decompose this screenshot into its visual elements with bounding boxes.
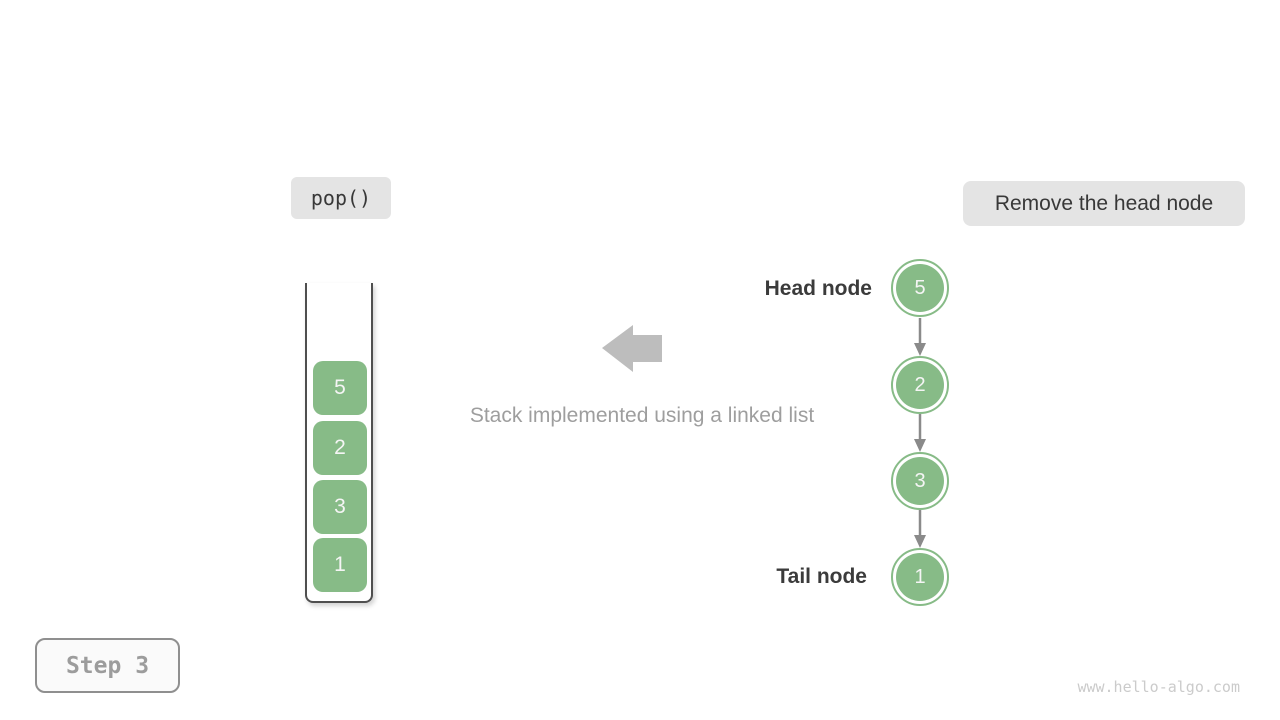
linked-list-node: 3: [891, 452, 949, 510]
stack-item: 3: [313, 480, 367, 534]
watermark-text: www.hello-algo.com: [1077, 678, 1240, 696]
head-node-label: Head node: [764, 277, 872, 300]
stack-container: 5 2 3 1: [305, 283, 373, 603]
node-value: 1: [896, 553, 944, 601]
node-value: 3: [896, 457, 944, 505]
linked-list-node: 2: [891, 356, 949, 414]
node-value: 5: [896, 264, 944, 312]
node-value: 2: [896, 361, 944, 409]
stack-item: 2: [313, 421, 367, 475]
linked-list-node: 5: [891, 259, 949, 317]
stack-item: 5: [313, 361, 367, 415]
linked-list-node: 1: [891, 548, 949, 606]
left-block-arrow-icon: [602, 325, 662, 372]
caption-text: Stack implemented using a linked list: [469, 404, 815, 427]
annotation-label: Remove the head node: [963, 181, 1245, 226]
stack-item: 1: [313, 538, 367, 592]
operation-label: pop(): [291, 177, 391, 219]
down-arrow-icon: [914, 318, 926, 356]
down-arrow-icon: [914, 510, 926, 548]
step-badge: Step 3: [35, 638, 180, 693]
tail-node-label: Tail node: [776, 565, 867, 588]
down-arrow-icon: [914, 414, 926, 452]
